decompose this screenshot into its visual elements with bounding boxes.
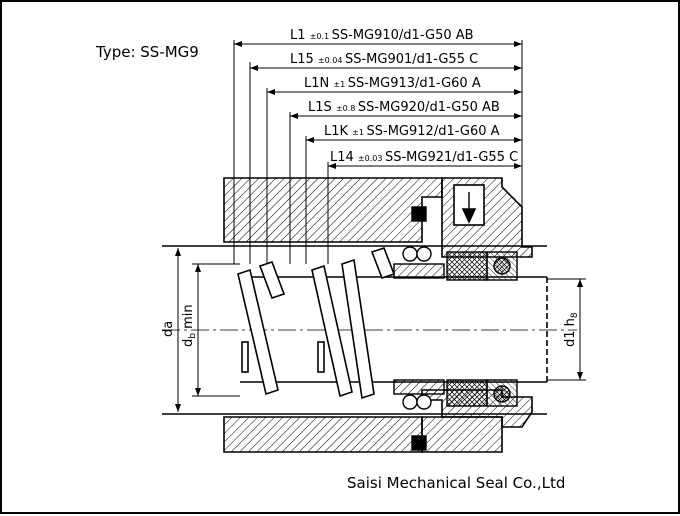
springs [237,246,396,400]
o-rings [402,246,511,410]
dimension-label: L14 ±0.03 SS-MG921/d1-G55 C [330,150,518,165]
dimension-label: L1 ±0.1 SS-MG910/d1-G50 AB [290,28,474,43]
dim-d1-label: d1 h8 [563,312,580,347]
company-footer: Saisi Mechanical Seal Co.,Ltd [347,474,565,492]
dimension-label: L1S ±0.8 SS-MG920/d1-G50 AB [308,100,500,115]
dimension-label: L1N ±1 SS-MG913/d1-G60 A [304,76,481,91]
length-dimensions: L1 ±0.1 SS-MG910/d1-G50 AB L15 ±0.04 SS-M… [234,28,522,169]
dimension-label: L1K ±1 SS-MG912/d1-G60 A [324,124,500,139]
diameter-dimensions [175,248,586,412]
type-title: Type: SS-MG9 [95,43,199,61]
dim-da-label: da [161,321,176,337]
upper-housing [223,177,533,258]
dim-db-label: db min [181,304,198,347]
dimension-label: L15 ±0.04 SS-MG901/d1-G55 C [290,52,478,67]
seal-rings [393,206,518,451]
